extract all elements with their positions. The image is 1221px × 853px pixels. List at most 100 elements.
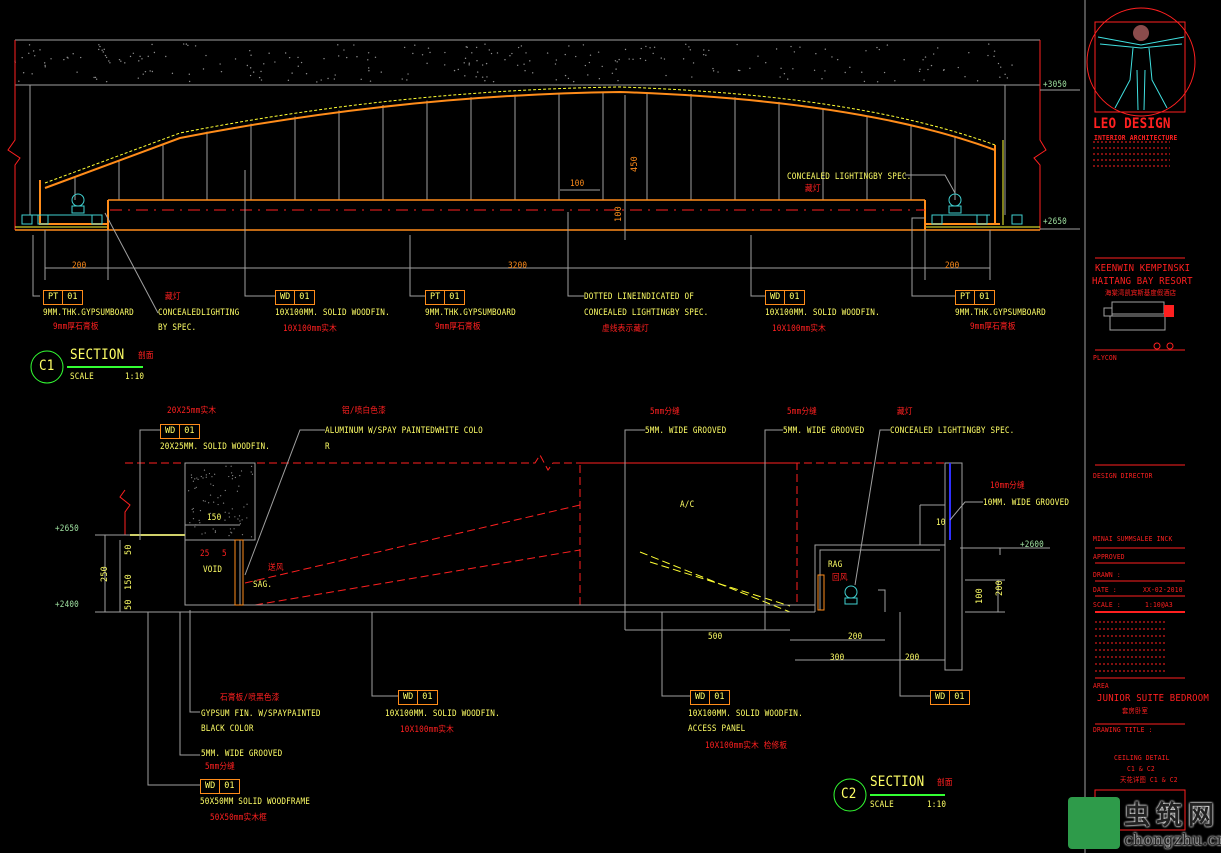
callout-text: 9MM.THK.GYPSUMBOARD [955,308,1046,318]
callout-text: 9MM.THK.GYPSUMBOARD [43,308,134,318]
callout-text-cn: 20X25mm实木 [167,406,217,416]
callout-text: 10X100MM. SOLID WOODFIN. [688,709,803,719]
c2-scale-label: SCALE [870,800,894,810]
dim-text: 250 [100,566,110,582]
dim-text: 200 [848,632,863,642]
callout-text: CONCEALED LIGHTINGBY SPEC. [584,308,709,318]
c1-scale-label: SCALE [70,372,94,382]
dim-text: 200 [995,580,1005,596]
c2-section-title-cn: 剖面 [937,778,953,788]
chongzhu-logo-icon [1068,797,1120,849]
callout-text: GYPSUM FIN. W/SPAYPAINTED [201,709,321,719]
drawn-label: DRAWN : [1093,571,1121,579]
c2-section-id: C2 [841,786,857,802]
c2-elevation-right: +2600 [1020,540,1044,550]
dim-text: 150 [207,513,222,523]
callout-text: 9MM.THK.GYPSUMBOARD [425,308,516,318]
title-block-rules [1094,257,1186,831]
callout-text: 10MM. WIDE GROOVED [983,498,1070,508]
c1-dim-left: 200 [72,261,87,271]
curved-ceiling-outer [44,90,996,189]
dim-text: 50 [124,544,134,555]
watermark-url: chongzhu.cn [1124,830,1221,849]
approved-label: APPROVED [1093,553,1125,561]
drawing-title-cn: 天花详图 C1 & C2 [1120,776,1178,784]
callout-text: 10X100MM. SOLID WOODFIN. [385,709,500,719]
c1-dim-cove-height: 100 [614,206,624,222]
callout-text: 10X100MM. SOLID WOODFIN. [765,308,880,318]
break-line-left [7,40,21,230]
callout-text: ALUMINUM W/SPAY PAINTEDWHITE COLO [325,426,483,436]
ac-unit-outline [579,462,798,606]
c2-scale: 1:10 [927,800,947,810]
dim-text: 25 [200,549,210,559]
right-wall [944,462,963,671]
callout-text-cn: 10X100mm实木 [772,324,826,334]
void-box [184,539,241,606]
dim-text: 500 [708,632,723,642]
rag-label: RAG [828,560,843,570]
watermark-text: 虫筑网 [1124,801,1221,831]
callout-text-cn: 5mm分缝 [650,407,681,417]
project-name-2: HAITANG BAY RESORT [1092,276,1193,287]
c2-section-title: SECTION [870,774,925,790]
c1-dim-middle: 3200 [508,261,528,271]
callout-text-cn: 9mm厚石膏板 [53,322,99,332]
ac-label: A/C [680,500,695,510]
c1-dim-right: 200 [945,261,960,271]
c1-lighting-note-cn: 藏灯 [805,184,821,194]
concrete-beam [184,462,256,541]
callout-text: 10X100MM. SOLID WOODFIN. [275,308,390,318]
callout-text: CONCEALEDLIGHTING [158,308,240,318]
dim-text: 100 [975,588,985,604]
c1-dim-rise: 450 [630,156,640,172]
callout-text-cn: 5mm分缝 [787,407,818,417]
design-director-label: DESIGN DIRECTOR [1093,472,1153,480]
callout-text-cn: 10mm分缝 [990,481,1025,491]
timber-blocks [21,214,1023,225]
callout-text: BLACK COLOR [201,724,254,734]
callout-text-cn: 5mm分缝 [205,762,236,772]
logo-name: LEO DESIGN [1093,116,1171,132]
dim-text: 200 [905,653,920,663]
c2-elevation-left-bottom: +2400 [55,600,79,610]
c1-section-id: C1 [39,358,55,374]
callout-text: CONCEALED LIGHTINGBY SPEC. [890,426,1015,436]
access-panel-swing [639,551,791,613]
curved-ceiling-inner [44,86,996,184]
callout-text-cn: 铝/喷白色漆 [342,406,386,416]
light-fixture-icon [71,193,962,214]
callout-text: BY SPEC. [158,323,197,333]
callout-text-cn: 石膏板/喷黑色漆 [220,693,280,703]
break-line-right [1033,40,1047,230]
dim-text: 50 [124,599,134,610]
c2-light-fixture-icon [844,585,858,605]
callout-text-cn: 10X100mm实木 检修板 [705,741,788,751]
slab-concrete-hatch [14,43,1013,83]
callout-text-cn: 10X100mm实木 [283,324,337,334]
general-notes-text [1093,141,1170,672]
rag-label-cn: 回风 [832,573,848,583]
c1-dimension-lines [32,89,1080,314]
c1-section-title: SECTION [70,347,125,363]
callout-text-cn: 藏灯 [165,292,181,302]
callout-text-cn: 50X50mm实木框 [210,813,267,823]
c1-dim-cove-width: 100 [570,179,585,189]
beam-hatch [188,465,254,538]
c2-slab-line [125,454,960,471]
callout-text: 5MM. WIDE GROOVED [783,426,865,436]
scale-label: SCALE : [1093,601,1121,609]
designer-name: MINAI SUMMSALEE INCK [1093,535,1173,543]
c1-elevation-top: +3050 [1043,80,1067,90]
callout-text: ACCESS PANEL [688,724,746,734]
area-label: AREA [1093,682,1109,690]
c2-leader-and-dim-lines [95,429,1050,786]
scale-value: 1:10@A3 [1145,601,1173,609]
sag-label: SAG. [253,580,273,590]
